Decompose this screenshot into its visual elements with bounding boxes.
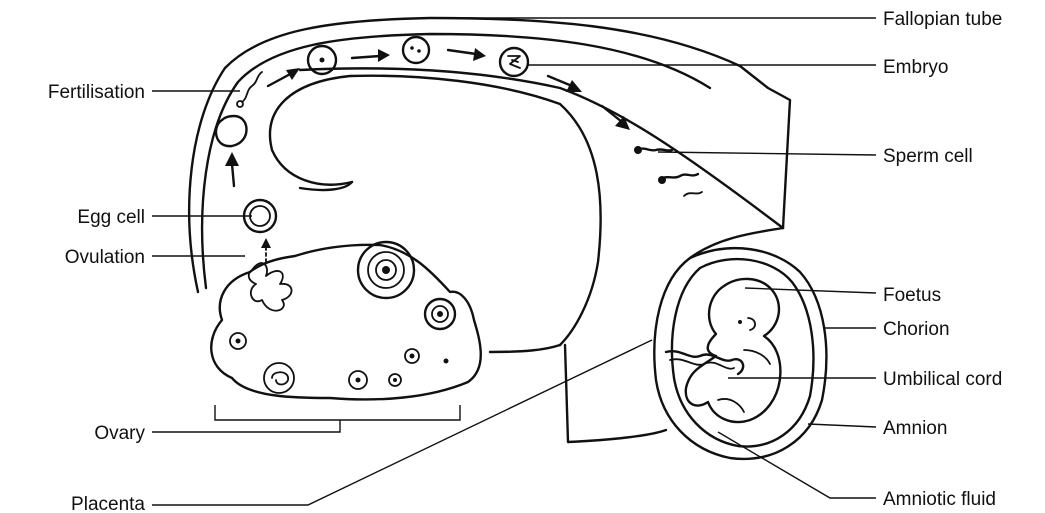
- label-placenta: Placenta: [71, 494, 145, 513]
- label-fertilisation: Fertilisation: [48, 82, 145, 103]
- label-amniotic-fluid: Amniotic fluid: [883, 489, 996, 510]
- label-embryo: Embryo: [883, 57, 948, 78]
- label-ovary: Ovary: [94, 423, 145, 444]
- label-foetus: Foetus: [883, 285, 941, 306]
- label-fallopian-tube: Fallopian tube: [883, 9, 1002, 30]
- label-ovulation: Ovulation: [65, 247, 145, 268]
- labels-left: Fertilisation Egg cell Ovulation Ovary P…: [48, 82, 146, 513]
- label-umbilical-cord: Umbilical cord: [883, 369, 1002, 390]
- label-chorion: Chorion: [883, 319, 950, 340]
- sperm-cells: [634, 146, 702, 196]
- foetus-sac: [654, 248, 826, 459]
- ovary-shape: [211, 242, 481, 399]
- label-egg-cell: Egg cell: [77, 207, 145, 228]
- uterus-outline: [189, 18, 790, 442]
- label-amnion: Amnion: [883, 418, 947, 439]
- labels-right: Fallopian tube Embryo Sperm cell Foetus …: [883, 9, 1002, 510]
- label-sperm-cell: Sperm cell: [883, 146, 973, 167]
